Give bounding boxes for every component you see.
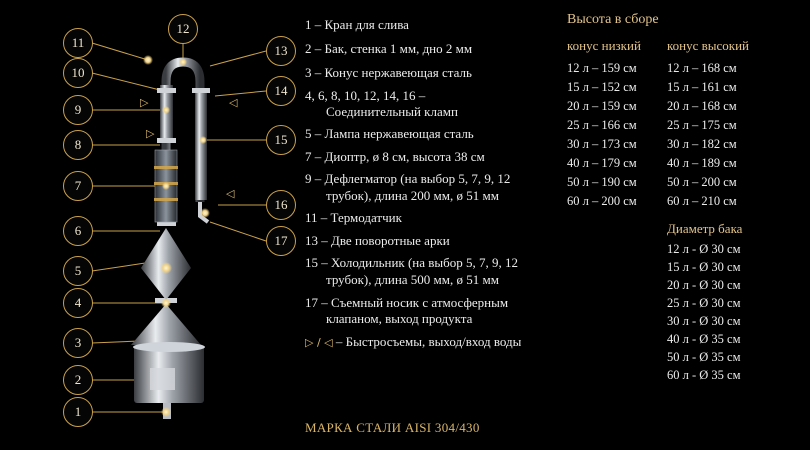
callout-14: 14 <box>266 76 296 106</box>
callout-5: 5 <box>63 256 93 286</box>
height-high-cell: 30 л – 182 см <box>667 137 737 151</box>
callout-17: 17 <box>266 226 296 256</box>
callout-9: 9 <box>63 95 93 125</box>
callout-8: 8 <box>63 130 93 160</box>
legend-item: 15 – Холодильник (на выбор 5, 7, 9, 12 <box>305 255 519 270</box>
tank-cone <box>131 304 201 345</box>
legend-item-cont: трубок), длина 200 мм, ø 51 мм <box>326 188 499 203</box>
svg-text:◁: ◁ <box>229 96 238 109</box>
height-low-cell: 25 л – 166 см <box>567 118 637 132</box>
legend-item-cont: Соединительный кламп <box>326 104 458 119</box>
svg-text:▷: ▷ <box>146 127 155 140</box>
connectors-note: ▷ / ◁ – Быстросъемы, выход/вход воды <box>305 334 521 351</box>
quick-connectors: ▷ ◁ ▷ ◁ <box>140 96 238 200</box>
legend-item: 4, 6, 8, 10, 12, 14, 16 – <box>305 88 426 103</box>
callout-11: 11 <box>63 28 93 58</box>
callout-10: 10 <box>63 58 93 88</box>
diameter-table-title: Диаметр бака <box>667 221 743 236</box>
legend-item-cont: клапаном, выход продукта <box>326 311 473 326</box>
cooler <box>195 88 207 200</box>
diameter-cell: 40 л - Ø 35 см <box>667 332 741 346</box>
connector-note-text: – Быстросъемы, выход/вход воды <box>335 334 522 349</box>
diameter-cell: 30 л - Ø 30 см <box>667 314 741 328</box>
svg-text:▷: ▷ <box>140 96 149 109</box>
svg-text:◁: ◁ <box>226 187 235 200</box>
callout-1: 1 <box>63 397 93 427</box>
height-high-cell: 15 л – 161 см <box>667 80 737 94</box>
height-low-cell: 60 л – 200 см <box>567 194 637 208</box>
diameter-cell: 12 л - Ø 30 см <box>667 242 741 256</box>
height-high-cell: 25 л – 175 см <box>667 118 737 132</box>
legend-item: 2 – Бак, стенка 1 мм, дно 2 мм <box>305 41 473 56</box>
diameter-cell: 20 л - Ø 30 см <box>667 278 741 292</box>
height-low-cell: 15 л – 152 см <box>567 80 637 94</box>
height-low-cell: 30 л – 173 см <box>567 137 637 151</box>
legend-item-cont: трубок), длина 500 мм, ø 51 мм <box>326 272 499 287</box>
height-high-cell: 20 л – 168 см <box>667 99 737 113</box>
height-low-cell: 50 л – 190 см <box>567 175 637 189</box>
legend-item: 1 – Кран для слива <box>305 17 409 32</box>
callout-12: 12 <box>168 14 198 44</box>
legend-item: 11 – Термодатчик <box>305 210 402 225</box>
legend-item: 9 – Дефлегматор (на выбор 5, 7, 9, 12 <box>305 171 511 186</box>
height-low-cell: 40 л – 179 см <box>567 156 637 170</box>
leader-lines <box>91 42 267 413</box>
legend-item: 3 – Конус нержавеющая сталь <box>305 65 472 80</box>
diameter-cell: 50 л - Ø 35 см <box>667 350 741 364</box>
highlight-points <box>143 55 210 417</box>
height-high-cell: 50 л – 200 см <box>667 175 737 189</box>
diameter-cell: 25 л - Ø 30 см <box>667 296 741 310</box>
legend-item: 17 – Съемный носик с атмосферным <box>305 295 509 310</box>
legend-item: 13 – Две поворотные арки <box>305 233 450 248</box>
height-high-cell: 60 л – 210 см <box>667 194 737 208</box>
callout-7: 7 <box>63 171 93 201</box>
height-low-cell: 12 л – 159 см <box>567 61 637 75</box>
diameter-cell: 15 л - Ø 30 см <box>667 260 741 274</box>
connector-symbols: ▷ / ◁ <box>305 336 333 349</box>
height-high-cell: 12 л – 168 см <box>667 61 737 75</box>
callout-4: 4 <box>63 288 93 318</box>
legend-item: 5 – Лампа нержавеющая сталь <box>305 126 474 141</box>
callout-13: 13 <box>266 36 296 66</box>
height-high-cell: 40 л – 189 см <box>667 156 737 170</box>
callout-6: 6 <box>63 216 93 246</box>
steel-grade: МАРКА СТАЛИ AISI 304/430 <box>305 420 480 435</box>
callout-2: 2 <box>63 365 93 395</box>
callout-3: 3 <box>63 328 93 358</box>
callout-15: 15 <box>266 125 296 155</box>
diameter-cell: 60 л - Ø 35 см <box>667 368 741 382</box>
height-col-low: конус низкий <box>567 38 641 53</box>
height-col-high: конус высокий <box>667 38 750 53</box>
callout-16: 16 <box>266 190 296 220</box>
height-low-cell: 20 л – 159 см <box>567 99 637 113</box>
legend-item: 7 – Диоптр, ø 8 см, высота 38 см <box>305 149 485 164</box>
height-table-title: Высота в сборе <box>567 12 659 27</box>
